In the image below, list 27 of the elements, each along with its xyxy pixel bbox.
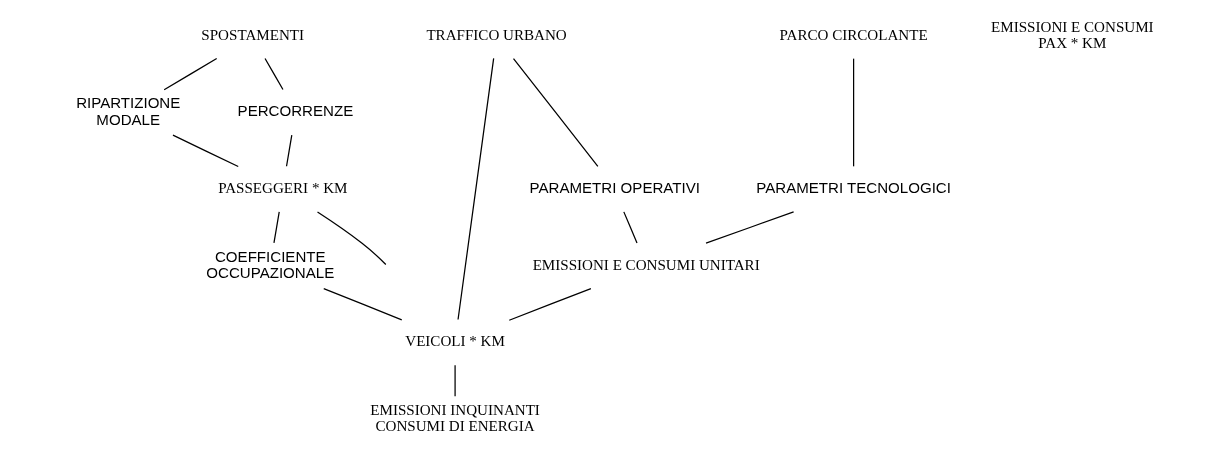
connector — [273, 211, 280, 244]
node-text: SPOSTAMENTI — [201, 26, 305, 43]
node-text: PASSEGGERI * KM — [218, 180, 348, 197]
connector — [316, 211, 387, 266]
node-text: PERCORRENZE — [237, 102, 354, 120]
connector — [705, 211, 795, 244]
connector — [852, 58, 855, 167]
connector — [163, 57, 218, 91]
node-text: PARAMETRI TECNOLOGICI — [756, 179, 951, 197]
connector — [454, 364, 456, 397]
node-text: EMISSIONI E CONSUMI PAX * KM — [991, 18, 1154, 51]
connector — [623, 211, 638, 244]
connector — [172, 134, 239, 168]
node-text: TRAFFICO URBANO — [426, 26, 567, 43]
node-text: PARAMETRI OPERATIVI — [529, 179, 700, 197]
connector — [512, 58, 599, 167]
node-text: VEICOLI * KM — [405, 333, 505, 350]
node-text: EMISSIONI INQUINANTI CONSUMI DI ENERGIA — [370, 401, 540, 435]
connector — [323, 287, 403, 321]
connector — [508, 287, 592, 321]
connector — [457, 57, 495, 321]
connector — [285, 134, 293, 167]
connector — [264, 57, 284, 91]
node-text: PARCO CIRCOLANTE — [779, 26, 928, 43]
node-text: EMISSIONI E CONSUMI UNITARI — [532, 256, 760, 273]
node-text: COEFFICIENTE OCCUPAZIONALE — [206, 247, 335, 281]
node-text: RIPARTIZIONE MODALE — [76, 94, 181, 128]
